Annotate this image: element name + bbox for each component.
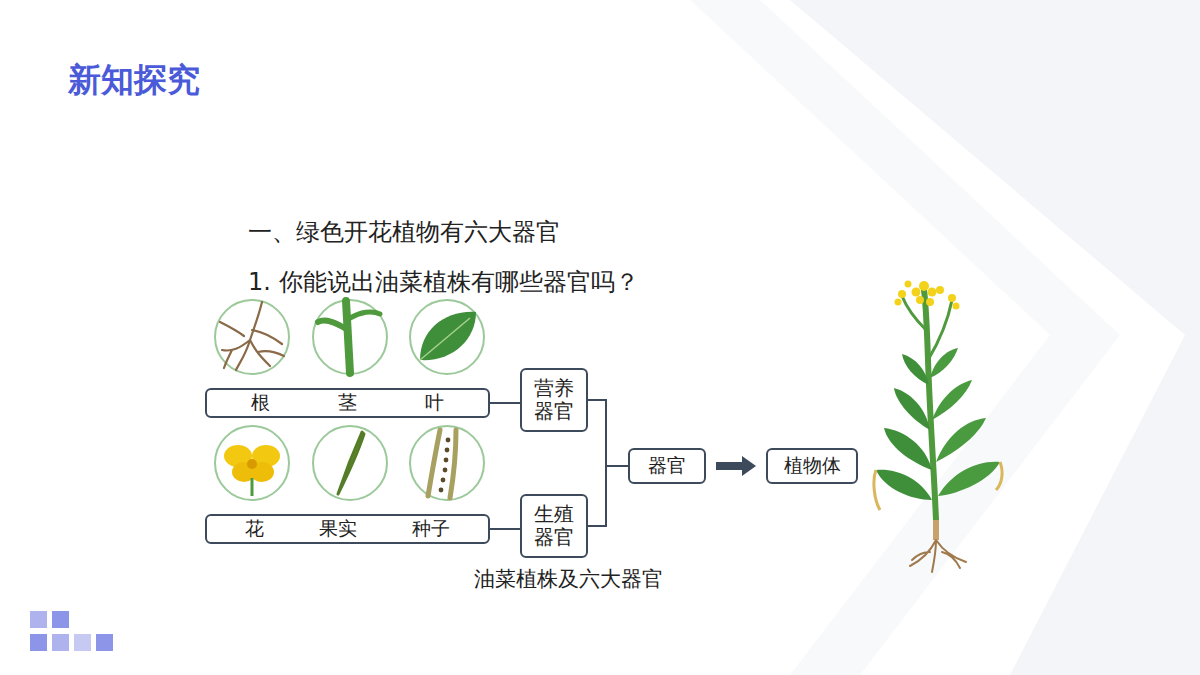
caption: 油菜植株及六大器官 xyxy=(474,565,663,593)
node-text: 植物体 xyxy=(784,453,841,479)
node-text: 根 xyxy=(251,390,270,416)
node-text: 生殖 器官 xyxy=(528,503,580,549)
deco-squares xyxy=(30,611,113,651)
root-icon xyxy=(215,300,289,374)
connector-arrow xyxy=(716,456,756,476)
node-text: 营养 器官 xyxy=(528,377,580,423)
heading-text: 1. 你能说出油菜植株有哪些器官吗？ xyxy=(248,266,639,298)
connector-line xyxy=(490,403,520,404)
flower-icon xyxy=(215,426,289,500)
connector-line xyxy=(588,466,628,526)
process-box: 植物体 xyxy=(766,448,858,484)
seed-icon xyxy=(410,426,484,500)
connector-line xyxy=(588,400,628,466)
category-box: 营养 器官 xyxy=(520,368,588,432)
node-text: 器官 xyxy=(648,453,686,479)
stem-icon xyxy=(313,300,387,374)
organ-list-box: 根茎叶 xyxy=(205,388,490,418)
fruit-icon xyxy=(313,426,387,500)
slide-title: 新知探究 xyxy=(68,58,200,103)
node-text: 果实 xyxy=(319,516,357,542)
node-text: 花 xyxy=(245,516,264,542)
connector-line xyxy=(490,529,520,530)
category-box: 生殖 器官 xyxy=(520,494,588,558)
node-text: 叶 xyxy=(425,390,444,416)
rapeseed-plant xyxy=(874,281,1002,573)
node-text: 种子 xyxy=(412,516,450,542)
leaf-icon xyxy=(410,300,484,374)
process-box: 器官 xyxy=(628,448,706,484)
organ-list-box: 花 果实 种子 xyxy=(205,514,490,544)
heading-text: 一、绿色开花植物有六大器官 xyxy=(248,216,560,248)
node-text: 茎 xyxy=(338,390,357,416)
bg-chevron xyxy=(690,0,1120,675)
